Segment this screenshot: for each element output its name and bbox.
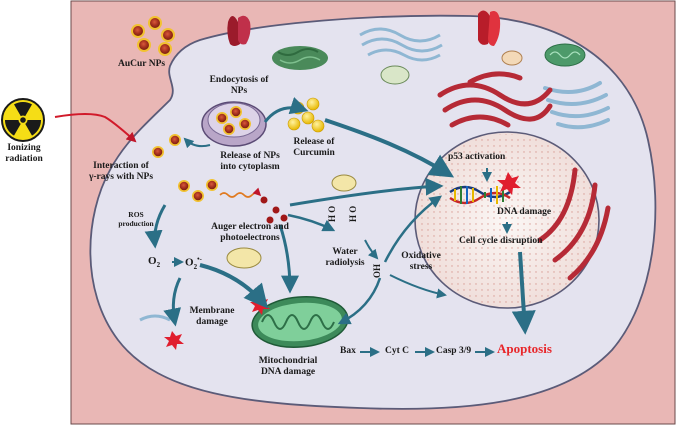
- label-water-radiolysis: Water radiolysis: [325, 247, 365, 268]
- label-apoptosis: Apoptosis: [497, 341, 552, 356]
- electron-particles-icon: [260, 196, 288, 224]
- label-oxidative-stress: Oxidative stress: [401, 251, 441, 272]
- label-aucur-nps: AuCur NPs: [118, 59, 166, 69]
- label-release-curcumin: Release of Curcumin: [293, 137, 335, 158]
- radiation-ray-arrow: [54, 113, 137, 143]
- label-release-nps: Release of NPs into cytoplasm: [220, 151, 280, 172]
- label-mitochondrial-dna-damage: Mitochondrial DNA damage: [258, 356, 318, 377]
- label-o2: O2: [148, 255, 161, 270]
- label-auger: Auger electron and photoelectrons: [211, 222, 289, 243]
- label-bax: Bax: [340, 346, 356, 356]
- label-cyt-c: Cyt C: [385, 346, 410, 356]
- label-oh-radical: OH: [372, 263, 382, 278]
- label-endocytosis: Endocytosis of NPs: [209, 75, 269, 96]
- label-casp: Casp 3/9: [436, 346, 472, 356]
- photon-wave-icon: [219, 187, 262, 198]
- radiation-hazard-icon: [1, 98, 45, 142]
- label-dna-damage: DNA damage: [497, 207, 552, 217]
- rough-er-icon: [537, 167, 611, 281]
- pathway-arrows: [144, 97, 536, 357]
- vesicle-icon: [226, 50, 523, 269]
- mitochondrion-icon: [251, 295, 349, 349]
- membrane-channel-icon: [478, 10, 501, 46]
- membrane-channel-icon: [227, 15, 251, 46]
- mitochondrion-icon: [544, 43, 586, 67]
- label-h2o: H O: [327, 205, 337, 222]
- label-ionizing-radiation: Ionizing radiation: [5, 143, 43, 164]
- endoplasmic-reticulum-icon: [359, 27, 443, 62]
- rough-er-icon: [437, 71, 553, 128]
- label-cell-cycle-disruption: Cell cycle disruption: [459, 236, 543, 246]
- nanoparticle-icon: [152, 134, 218, 202]
- label-o2-radical: O2•-: [185, 255, 202, 271]
- nucleus: [414, 131, 600, 309]
- label-interaction: Interaction of γ-rays with NPs: [88, 161, 154, 182]
- label-p53-activation: p53 activation: [448, 152, 506, 162]
- dna-helix-icon: [449, 185, 511, 205]
- label-ros-production: ROS production: [118, 210, 154, 228]
- endosome-icon: [201, 101, 267, 147]
- nanoparticle-icon: [131, 16, 175, 56]
- label-h2o2: H O: [348, 205, 358, 222]
- endoplasmic-reticulum-icon: [272, 46, 328, 70]
- label-membrane-damage: Membrane damage: [189, 306, 235, 327]
